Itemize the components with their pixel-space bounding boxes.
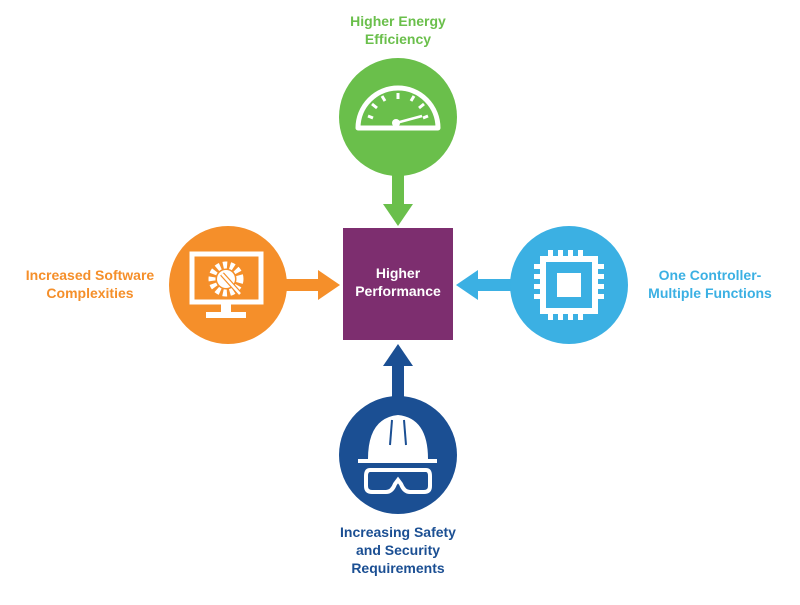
center-label: Higher Performance bbox=[343, 264, 453, 300]
label-right-line2: Multiple Functions bbox=[648, 285, 772, 301]
label-left-line1: Increased Software bbox=[25, 267, 155, 283]
label-bottom-line1: Increasing Safety bbox=[340, 524, 456, 540]
label-left-line2: Complexities bbox=[46, 285, 134, 301]
label-bottom-line2: and Security bbox=[355, 542, 441, 558]
arrow-left bbox=[280, 270, 340, 300]
microchip-icon bbox=[510, 226, 628, 344]
label-bottom-line3: Requirements bbox=[351, 560, 445, 576]
arrow-bottom bbox=[383, 344, 413, 400]
label-top-line1: Higher Energy bbox=[350, 13, 446, 29]
center-box bbox=[343, 228, 453, 340]
monitor-gear-wrench-icon bbox=[169, 226, 287, 344]
label-right: One Controller- Multiple Functions bbox=[630, 266, 790, 302]
label-right-line1: One Controller- bbox=[658, 267, 762, 283]
arrow-right bbox=[456, 270, 516, 300]
label-top-line2: Efficiency bbox=[364, 31, 432, 47]
speedometer-icon bbox=[339, 58, 457, 176]
center-label-line2: Performance bbox=[355, 283, 441, 299]
label-bottom: Increasing Safety and Security Requireme… bbox=[308, 523, 488, 577]
center-label-line1: Higher bbox=[375, 265, 421, 281]
label-top: Higher Energy Efficiency bbox=[318, 12, 478, 48]
label-left: Increased Software Complexities bbox=[10, 266, 170, 302]
arrow-top bbox=[383, 170, 413, 226]
hardhat-goggles-icon bbox=[339, 396, 457, 514]
